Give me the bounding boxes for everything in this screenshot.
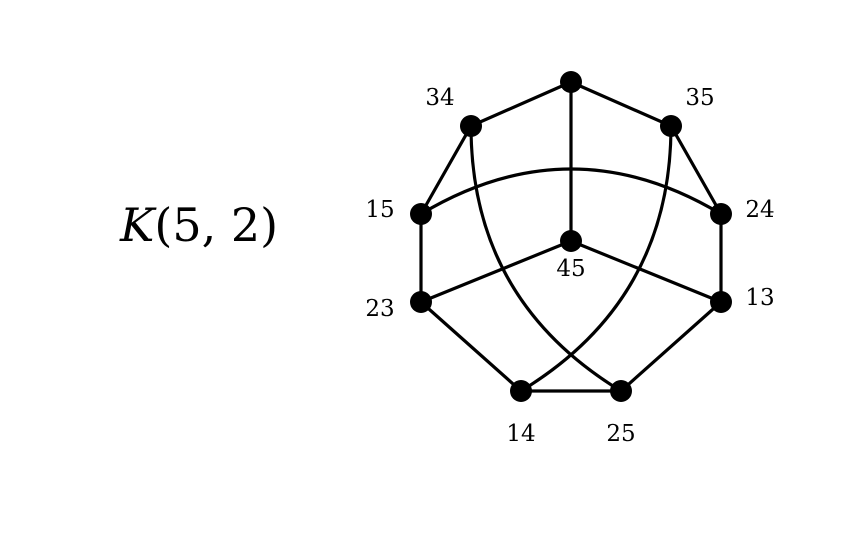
edge-34-15: [419, 124, 473, 216]
vertex-14: [510, 380, 532, 402]
vertex-35: [660, 115, 682, 137]
edge-top-35: [569, 80, 673, 128]
graph-title-args: (5, 2): [154, 198, 279, 252]
vertex-label-34: 34: [425, 85, 454, 111]
vertex-label-15: 15: [365, 197, 394, 223]
edge-34-25: [469, 124, 623, 393]
vertex-label-13: 13: [745, 285, 774, 311]
edge-45-23: [419, 239, 573, 304]
vertex-15: [410, 203, 432, 225]
vertex-34: [460, 115, 482, 137]
edge-15-24: [419, 167, 723, 216]
edge-23-14: [419, 300, 523, 393]
vertex-label-35: 35: [685, 85, 714, 111]
vertex-45: [560, 230, 582, 252]
vertex-label-45: 45: [556, 256, 585, 282]
vertex-23: [410, 291, 432, 313]
edge-35-24: [669, 124, 723, 216]
graph-title: K(5, 2): [120, 198, 278, 252]
vertex-13: [710, 291, 732, 313]
vertex-label-14: 14: [506, 421, 535, 447]
vertex-24: [710, 203, 732, 225]
vertex-label-25: 25: [606, 421, 635, 447]
edge-top-34: [469, 80, 573, 128]
vertex-label-24: 24: [745, 197, 774, 223]
vertex-label-23: 23: [365, 296, 394, 322]
edge-45-13: [569, 239, 723, 304]
vertices: [410, 71, 732, 402]
vertex-25: [610, 380, 632, 402]
vertex-labels: 34 35 15 24 45 23 13 14 25: [365, 85, 774, 447]
graph-title-symbol: K: [120, 198, 155, 252]
edge-13-25: [619, 300, 723, 393]
vertex-top: [560, 71, 582, 93]
edges: [419, 80, 723, 393]
edge-35-14: [519, 124, 673, 393]
